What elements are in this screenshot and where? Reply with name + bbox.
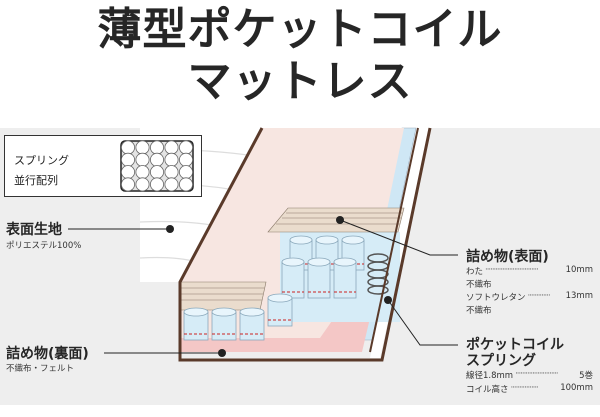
grid-spring-circle <box>149 177 164 192</box>
back-padding-detail: 不織布・フェルト <box>6 364 75 374</box>
top-padding-row: 不織布 <box>466 280 492 290</box>
page-title-line1: 薄型ポケットコイル <box>97 4 503 55</box>
pocket-coil-cylinder <box>307 261 331 299</box>
top-padding-row: わた·······························10mm <box>466 265 593 277</box>
grid-spring-circle <box>121 177 136 192</box>
pocket-coil-cylinder <box>281 261 305 299</box>
dot-surface-fabric <box>166 225 174 233</box>
top-padding-row: 不織布 <box>466 306 492 316</box>
top-padding-row: ソフトウレタン·············13mm <box>466 291 593 303</box>
grid-spring-circle <box>135 140 150 155</box>
grid-spring-circle <box>178 177 193 192</box>
grid-spring-circle <box>135 177 150 192</box>
top-padding-title: 詰め物(表面) <box>466 249 549 265</box>
grid-spring-circle <box>178 165 193 180</box>
dot-pocket-coil <box>384 296 392 304</box>
grid-spring-circle <box>178 152 193 167</box>
grid-spring-circle <box>121 165 136 180</box>
pocket-coil-cylinder <box>183 311 209 341</box>
pocket-coil-cylinder <box>211 311 237 341</box>
pocket-coil-row: 線径1.8mm·························5巻 <box>466 369 593 381</box>
legend-label-2: 並行配列 <box>14 174 58 187</box>
grid-spring-circle <box>164 177 179 192</box>
back-padding-title: 詰め物(裏面) <box>6 346 89 362</box>
pocket-coil-title-2: スプリング <box>466 353 536 369</box>
grid-spring-circle <box>164 140 179 155</box>
grid-spring-circle <box>149 165 164 180</box>
spring-arrangement-legend: スプリング 並行配列 <box>4 135 202 197</box>
surface-fabric-title: 表面生地 <box>6 222 62 238</box>
grid-spring-circle <box>121 152 136 167</box>
grid-spring-circle <box>164 152 179 167</box>
pocket-coil-cylinder <box>333 261 357 299</box>
dot-top-padding <box>336 216 344 224</box>
grid-spring-circle <box>178 140 193 155</box>
pocket-coil-cylinder <box>267 297 293 327</box>
grid-spring-circle <box>149 152 164 167</box>
page-title-line2: マットレス <box>187 56 413 107</box>
pocket-coil-row: コイル高さ················100mm <box>466 383 593 395</box>
grid-spring-circle <box>121 140 136 155</box>
frame-outline <box>178 127 432 362</box>
grid-spring-circle <box>135 152 150 167</box>
dot-back-padding <box>218 349 226 357</box>
spring-coil-icon <box>367 253 389 295</box>
spring-grid-icon <box>120 140 194 192</box>
grid-spring-circle <box>135 165 150 180</box>
grid-spring-circle <box>149 140 164 155</box>
legend-label-1: スプリング <box>14 154 69 167</box>
pocket-coil-title-1: ポケットコイル <box>466 337 564 353</box>
surface-fabric-detail: ポリエステル100% <box>6 241 82 251</box>
grid-spring-circle <box>164 165 179 180</box>
